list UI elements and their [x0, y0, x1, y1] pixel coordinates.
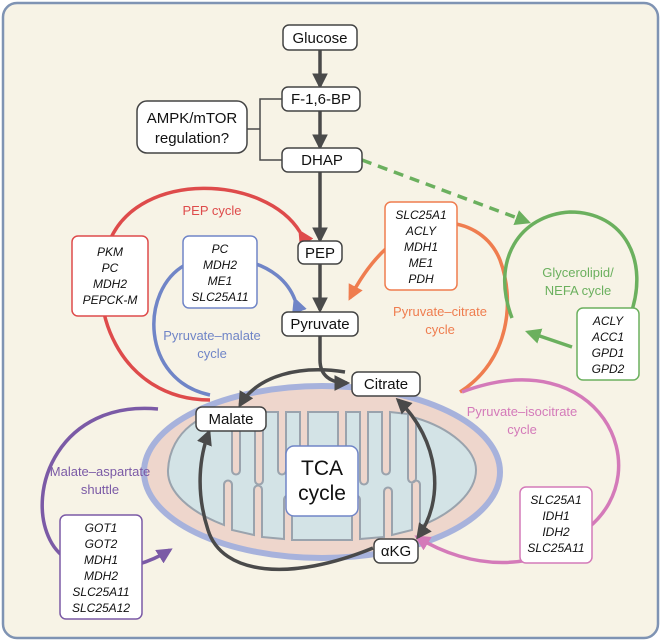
tca-label-line2: cycle: [298, 482, 346, 505]
regulation-box: [136, 100, 248, 154]
glycerolipid-label-line2: NEFA cycle: [545, 283, 611, 298]
glycerolipid-gene-4: GPD2: [592, 362, 625, 376]
pyruvate-malate-gene-2: MDH2: [203, 258, 237, 272]
malate-aspartate-gene-5: SLC25A11: [72, 585, 129, 599]
f16bp-node: [281, 86, 361, 112]
tca-cycle-box: [285, 445, 359, 517]
malate-aspartate-gene-2: GOT2: [85, 537, 118, 551]
pyruvate-malate-gene-3: ME1: [208, 274, 233, 288]
pep-cycle-gene-3: MDH2: [93, 277, 127, 291]
dhap-label: DHAP: [301, 152, 343, 169]
pyruvate-to-citrate-arrow: [318, 336, 351, 391]
pyruvate-isocitrate-gene-1: SLC25A1: [530, 493, 581, 507]
f16bp-label: F-1,6-BP: [291, 91, 351, 108]
glycerolipid-gene-3: GPD1: [592, 346, 625, 360]
malate-aspartate-gene-3: MDH1: [84, 553, 118, 567]
pyruvate-isocitrate-gene-3: IDH2: [542, 525, 570, 539]
pyruvate-malate-arc: [152, 256, 307, 397]
pyruvate-citrate-label-line2: cycle: [425, 322, 455, 337]
pyruvate-citrate-gene-1: SLC25A1: [395, 208, 446, 222]
pep-node: [297, 240, 343, 265]
pyruvate-citrate-gene-2: ACLY: [405, 224, 437, 238]
pyruvate-citrate-gene-3: MDH1: [404, 240, 438, 254]
malate-aspartate-gene-4: MDH2: [84, 569, 118, 583]
pyruvate-malate-gene-box: [182, 235, 258, 309]
pyruvate-isocitrate-gene-box: [519, 486, 593, 564]
glycerolipid-arrow: [525, 328, 573, 349]
pep-label: PEP: [305, 245, 335, 262]
pyruvate-citrate-gene-box: [384, 201, 458, 291]
glucose-node: [282, 24, 358, 51]
pyruvate-isocitrate-gene-2: IDH1: [542, 509, 569, 523]
glycerolipid-gene-2: ACC1: [591, 330, 624, 344]
dhap-to-glycerolipid-dashed-arrow: [361, 158, 531, 225]
malate-aspartate-gene-6: SLC25A12: [72, 601, 130, 615]
citrate-akg-exchange-arrow: [395, 397, 437, 540]
regulation-line2: regulation?: [155, 130, 229, 147]
glycerolipid-label-line1: Glycerolipid/: [542, 265, 614, 280]
regulation-line1: AMPK/mTOR: [147, 110, 238, 127]
glycerolipid-gene-1: ACLY: [592, 314, 624, 328]
akg-node: [373, 538, 419, 564]
pyruvate-malate-gene-1: PC: [212, 242, 229, 256]
dhap-node: [281, 147, 363, 173]
malate-aspartate-label-line2: shuttle: [81, 482, 119, 497]
pyruvate-citrate-gene-4: ME1: [409, 256, 434, 270]
akg-label: αKG: [381, 543, 411, 560]
malate-aspartate-gene-box: [59, 514, 143, 620]
malate-aspartate-label-line1: Malate–aspartate: [50, 464, 150, 479]
glucose-label: Glucose: [292, 30, 347, 47]
pep-cycle-gene-2: PC: [102, 261, 119, 275]
pyruvate-malate-gene-4: SLC25A11: [191, 290, 248, 304]
pep-cycle-gene-box: [71, 235, 149, 317]
regulation-bracket: [246, 98, 282, 161]
pep-cycle-label: PEP cycle: [182, 203, 241, 218]
pyruvate-isocitrate-label-line1: Pyruvate–isocitrate: [467, 404, 578, 419]
akg-to-malate-loop: [197, 429, 374, 572]
citrate-label: Citrate: [364, 376, 408, 393]
pyruvate-citrate-label-line1: Pyruvate–citrate: [393, 304, 487, 319]
pyruvate-malate-label-line2: cycle: [197, 346, 227, 361]
tca-label-line1: TCA: [301, 457, 343, 480]
pyruvate-isocitrate-arc: [414, 378, 621, 565]
pyruvate-citrate-gene-5: PDH: [408, 272, 434, 286]
malate-label: Malate: [208, 411, 253, 428]
malate-node: [195, 406, 267, 432]
glycerolipid-gene-box: [576, 307, 640, 381]
pyruvate-isocitrate-label-line2: cycle: [507, 422, 537, 437]
pep-cycle-gene-4: PEPCK-M: [83, 293, 138, 307]
citrate-node: [351, 371, 421, 397]
malate-aspartate-gene-1: GOT1: [85, 521, 118, 535]
pyruvate-malate-label-line1: Pyruvate–malate: [163, 328, 261, 343]
pyruvate-label: Pyruvate: [290, 316, 349, 333]
pep-cycle-gene-1: PKM: [97, 245, 123, 259]
citrate-to-malate-top-arc: [238, 368, 346, 408]
pyruvate-isocitrate-gene-4: SLC25A11: [527, 541, 584, 555]
pyruvate-node: [281, 311, 359, 337]
